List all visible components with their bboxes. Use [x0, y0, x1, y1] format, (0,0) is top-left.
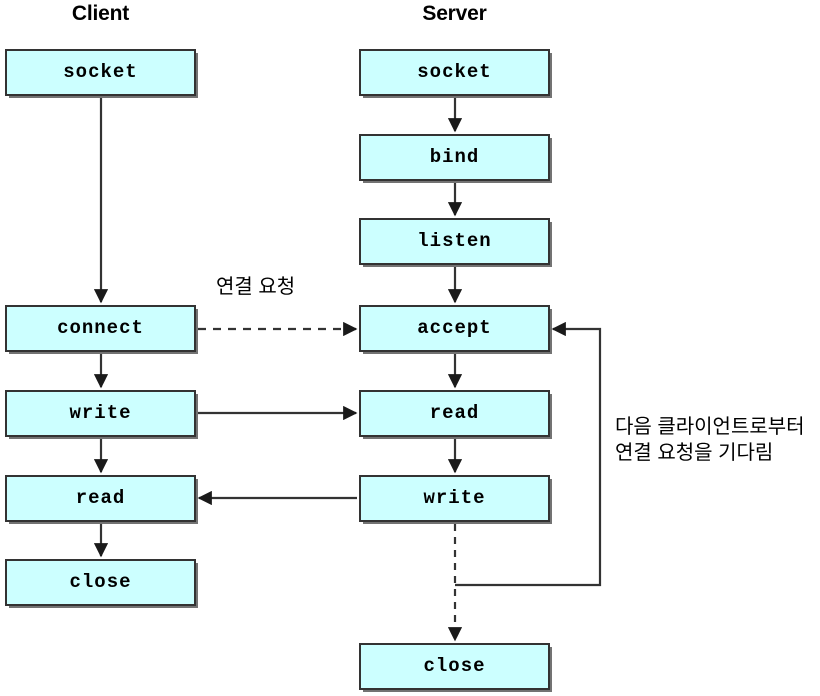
node-label: close [69, 571, 132, 593]
node-label: socket [63, 61, 138, 83]
node-label: read [429, 402, 480, 424]
node-server-socket[interactable]: socket [359, 49, 550, 96]
column-title-client: Client [71, 2, 130, 25]
node-label: connect [57, 317, 144, 339]
node-client-close[interactable]: close [5, 559, 196, 606]
node-label: read [75, 487, 126, 509]
node-server-write[interactable]: write [359, 475, 550, 522]
node-server-read[interactable]: read [359, 390, 550, 437]
node-label: socket [417, 61, 492, 83]
node-server-accept[interactable]: accept [359, 305, 550, 352]
node-client-read[interactable]: read [5, 475, 196, 522]
node-label: write [69, 402, 132, 424]
node-label: listen [417, 230, 492, 252]
node-client-write[interactable]: write [5, 390, 196, 437]
annotation-connect-request: 연결 요청 [216, 276, 296, 298]
node-client-connect[interactable]: connect [5, 305, 196, 352]
node-label: write [423, 487, 486, 509]
edge-loop-back-to-accept [455, 321, 602, 587]
node-label: accept [417, 317, 492, 339]
node-server-bind[interactable]: bind [359, 134, 550, 181]
node-client-socket[interactable]: socket [5, 49, 196, 96]
node-label: bind [429, 146, 480, 168]
annotation-wait-next-client: 다음 클라이언트로부터 연결 요청을 기다림 [615, 416, 805, 464]
node-server-close[interactable]: close [359, 643, 550, 690]
column-title-server: Server [422, 2, 487, 25]
node-label: close [423, 655, 486, 677]
node-server-listen[interactable]: listen [359, 218, 550, 265]
